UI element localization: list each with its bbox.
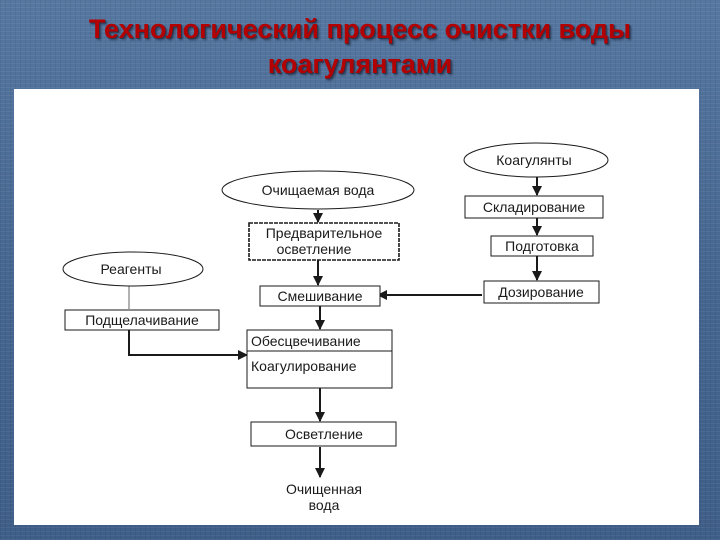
slide-title: Технологический процесс очистки воды коа…	[0, 12, 720, 82]
node-coagulation: Коагулирование	[251, 358, 357, 374]
node-mixing-shape	[259, 285, 381, 307]
node-clean-water-line-1: Очищенная	[286, 481, 362, 497]
node-decolorization: Обесцвечивание	[251, 333, 361, 349]
node-storage: Складирование	[483, 199, 586, 215]
node-dosing: Дозирование	[498, 284, 584, 300]
node-alkalization: Подщелачивание	[85, 312, 199, 328]
node-water-in-shape	[221, 170, 415, 210]
arrow-alkalization-to-decolorization	[128, 330, 248, 360]
node-pre-clarification-line-1: Предварительное	[266, 225, 383, 241]
flow-arrows	[128, 175, 542, 478]
node-pre-clarification-line-2: осветление	[277, 241, 352, 257]
node-reagents: Реагенты	[100, 261, 161, 277]
node-reagents-shape	[62, 251, 204, 287]
slide-title-line-2: коагулянтами	[267, 49, 453, 79]
node-coagulants: Коагулянты	[496, 152, 571, 168]
node-storage-shape	[464, 195, 604, 219]
node-clarification-shape	[250, 421, 397, 447]
node-water-in: Очищаемая вода	[262, 182, 375, 198]
node-coagulants-shape	[463, 142, 609, 178]
diagram-panel: Очищаемая вода Предварительное осветлени…	[14, 89, 699, 525]
node-clarification: Осветление	[285, 426, 363, 442]
slide-title-line-1: Технологический процесс очистки воды	[88, 14, 632, 44]
node-mixing: Смешивание	[278, 288, 363, 304]
node-pre-clarification-shape	[248, 222, 400, 261]
node-clean-water-line-2: вода	[309, 497, 340, 513]
process-flow-diagram: Очищаемая вода Предварительное осветлени…	[62, 142, 609, 513]
node-alkalization-shape	[64, 309, 220, 331]
node-dosing-shape	[483, 280, 600, 304]
node-decolorization-coagulation-shape	[246, 329, 393, 389]
node-preparation: Подготовка	[505, 238, 579, 254]
node-preparation-shape	[490, 235, 594, 257]
